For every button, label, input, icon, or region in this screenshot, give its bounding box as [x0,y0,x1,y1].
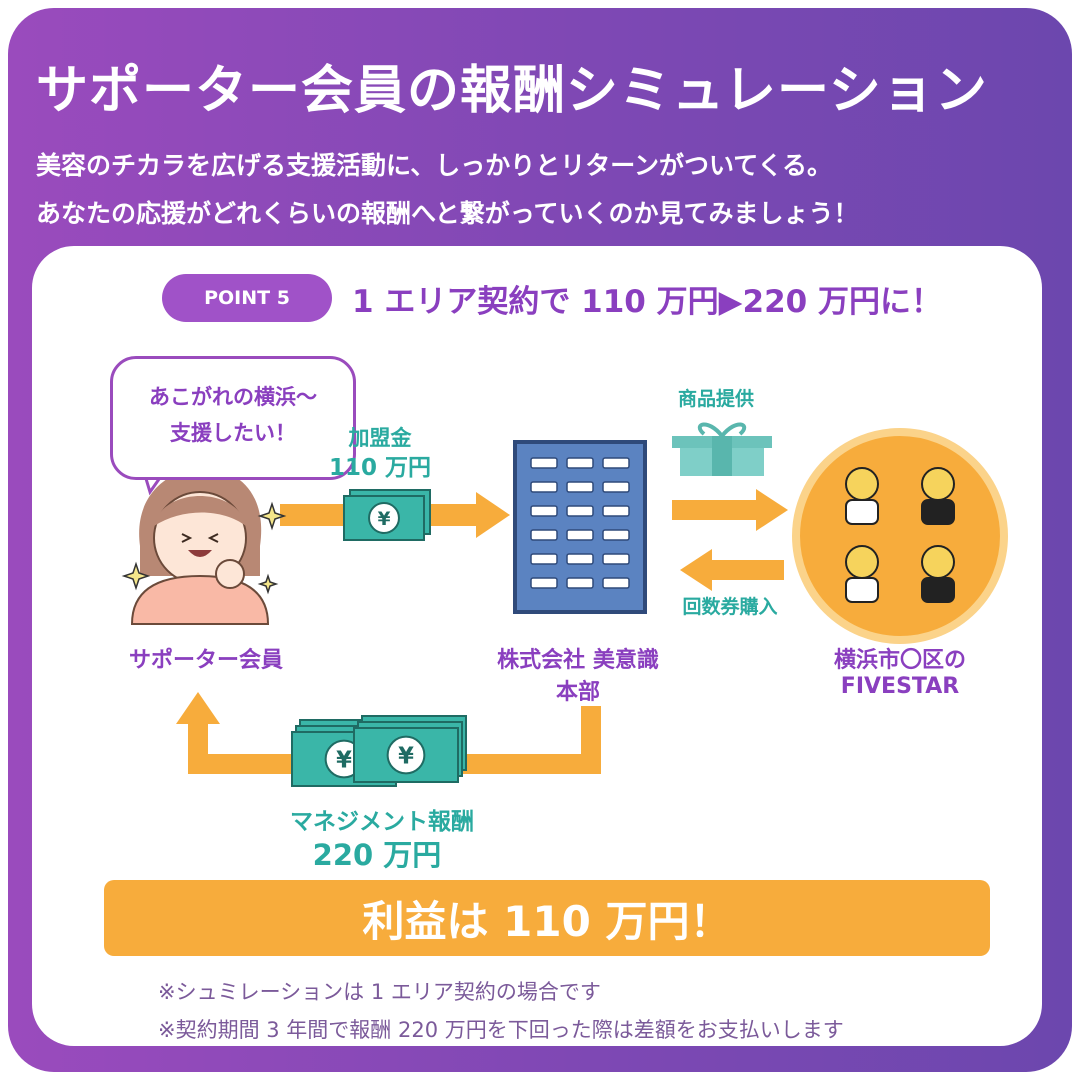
hq-label-line-1: 株式会社 美意識 [497,648,659,673]
bubble-line-1: あこがれの横浜〜 [149,385,317,409]
ticket-label: 回数券購入 [682,596,778,618]
point-headline: 1 エリア契約で 110 万円▶220 万円に！ [352,284,942,320]
yen-symbol: ¥ [336,748,352,774]
hq-building-icon [513,440,647,614]
salon-label-line-1: 横浜市〇区の [833,648,966,673]
yen-bill-stack-icon: ¥¥¥¥¥¥ [291,715,467,787]
profit-banner: 利益は 110 万円！ [104,880,990,956]
footnote-2: ※契約期間 3 年間で報酬 220 万円を下回った際は差額をお支払いします [158,1018,844,1042]
diagram-graphics: ¥¥ ¥¥¥¥¥¥ [121,422,1008,787]
poster-frame: サポーター会員の報酬シミュレーション 美容のチカラを広げる支援活動に、しっかりと… [8,8,1072,1072]
supporter-label: サポーター会員 [128,648,283,673]
footnote-1: ※シュミレーションは 1 エリア契約の場合です [158,980,601,1004]
hq-label-line-2: 本部 [555,680,600,705]
reward-label: マネジメント報酬 [290,809,474,835]
product-arrow [672,489,788,531]
fee-label: 加盟金 [348,426,412,450]
ticket-arrow [680,549,784,591]
salon-label-line-2: FIVESTAR [840,674,960,699]
yen-symbol: ¥ [398,744,414,770]
diagram-card: POINT 5 1 エリア契約で 110 万円▶220 万円に！ [32,246,1042,1046]
point-badge: POINT 5 [162,274,332,322]
sparkle-icon [121,501,287,595]
salon-circle [792,428,1008,644]
page-title: サポーター会員の報酬シミュレーション [36,61,988,121]
fee-amount: 110 万円 [328,455,432,481]
yen-symbol: ¥ [378,509,391,530]
speech-bubble: あこがれの横浜〜 支援したい！ [110,356,356,480]
product-label: 商品提供 [677,388,754,410]
gift-box-icon [672,422,772,476]
subtitle-line-1: 美容のチカラを広げる支援活動に、しっかりとリターンがついてくる。 [36,151,833,180]
salon-customers-illustration [845,467,955,603]
reward-amount: 220 万円 [312,838,442,872]
supporter-woman-illustration [130,467,270,625]
subtitle-line-2: あなたの応援がどれくらいの報酬へと繋がっていくのか見てみましょう！ [36,199,859,228]
bubble-line-2: 支援したい！ [170,421,296,445]
yen-bill-icon: ¥¥ [343,489,431,541]
